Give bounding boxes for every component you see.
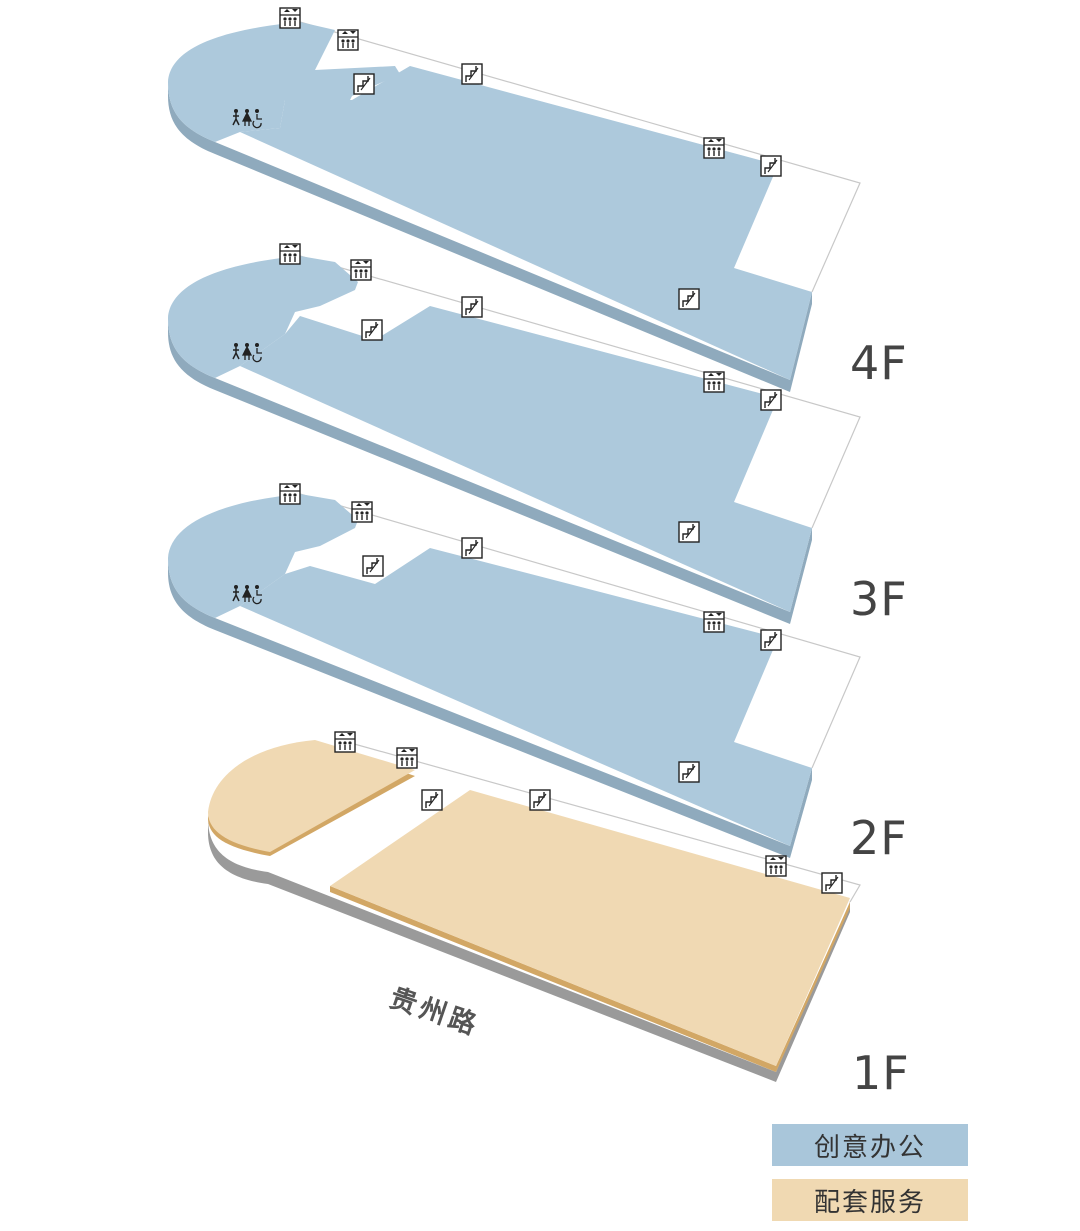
floor-1f-base xyxy=(208,818,850,1082)
legend-office-label: 创意办公 xyxy=(813,1132,926,1163)
elevator-icon xyxy=(351,501,373,523)
elevator-icon xyxy=(279,7,301,29)
legend-item-service: 配套服务 xyxy=(772,1179,968,1221)
floor-3f-plan xyxy=(168,243,861,624)
floor-3f-main-slab xyxy=(240,306,812,612)
floor-3f-curved-wing xyxy=(168,256,358,378)
floor-1f-plan xyxy=(208,731,861,1082)
stair-icon xyxy=(760,629,782,651)
floor-2f-main-slab xyxy=(240,548,812,846)
floor-1f-curved-block xyxy=(208,740,415,852)
floor-4f-curved-wing xyxy=(168,22,400,142)
stair-icon xyxy=(529,789,551,811)
floor-1f-main-slab xyxy=(330,790,850,1066)
legend-service-label: 配套服务 xyxy=(813,1187,926,1218)
floor-4f-main-slab xyxy=(240,66,812,380)
floor-label-4f: 4F xyxy=(850,336,908,390)
elevator-icon xyxy=(337,29,359,51)
elevator-icon xyxy=(350,259,372,281)
stair-icon xyxy=(821,872,843,894)
stair-icon xyxy=(678,761,700,783)
stair-icon xyxy=(461,537,483,559)
stair-icon xyxy=(361,319,383,341)
floor-label-3f: 3F xyxy=(850,572,908,626)
elevator-icon xyxy=(703,611,725,633)
stair-icon xyxy=(353,73,375,95)
stair-icon xyxy=(461,63,483,85)
stair-icon xyxy=(461,296,483,318)
stair-icon xyxy=(760,155,782,177)
stair-icon xyxy=(678,521,700,543)
elevator-icon xyxy=(396,747,418,769)
elevator-icon xyxy=(279,243,301,265)
stair-icon xyxy=(421,789,443,811)
stair-icon xyxy=(678,288,700,310)
floor-label-2f: 2F xyxy=(850,811,908,865)
floor-2f-curved-wing xyxy=(168,494,358,618)
stair-icon xyxy=(760,389,782,411)
elevator-icon xyxy=(703,371,725,393)
floor-label-1f: 1F xyxy=(852,1046,910,1100)
legend-item-office: 创意办公 xyxy=(772,1124,968,1166)
floor-2f-plan xyxy=(168,483,861,858)
stair-icon xyxy=(362,555,384,577)
elevator-icon xyxy=(279,483,301,505)
floor-4f-plan xyxy=(168,7,861,392)
elevator-icon xyxy=(765,855,787,877)
elevator-icon xyxy=(703,137,725,159)
elevator-icon xyxy=(334,731,356,753)
